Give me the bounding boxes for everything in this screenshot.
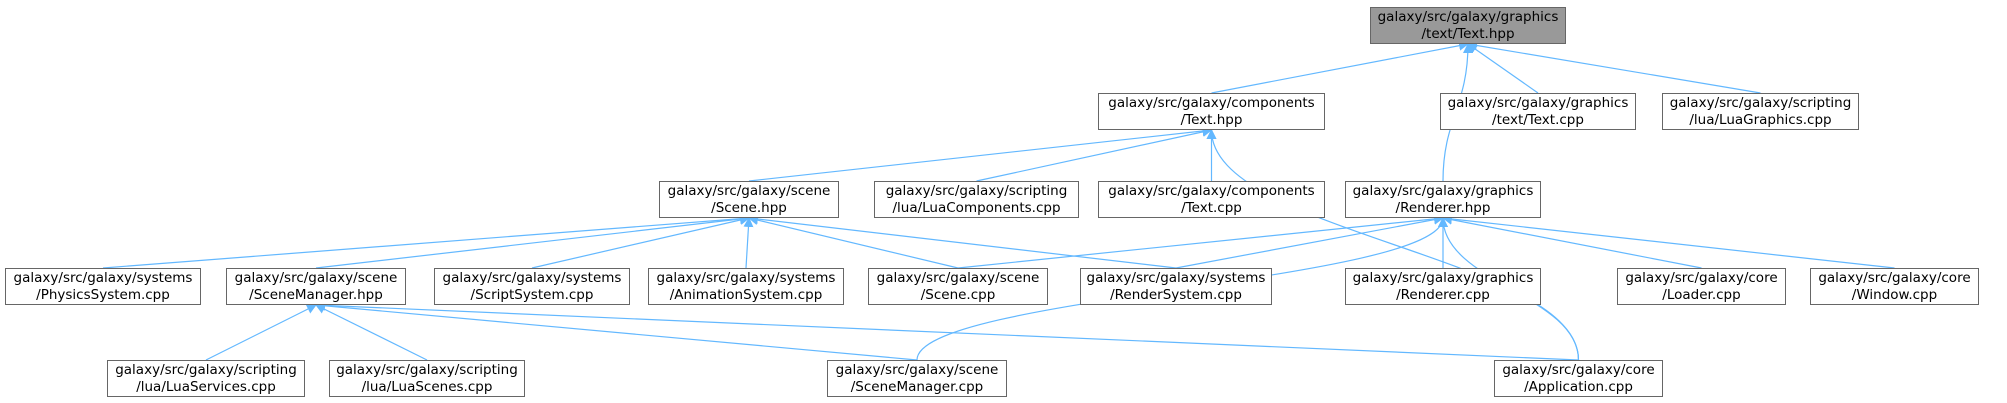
edge-loader_cpp-to-renderer_hpp — [1442, 214, 1702, 269]
node-label-line1: galaxy/src/galaxy/core — [1818, 269, 1971, 286]
node-label-line1: galaxy/src/galaxy/scene — [876, 269, 1040, 286]
node-label-line1: galaxy/src/galaxy/scene — [835, 361, 999, 378]
node-label-line2: /Scene.hpp — [711, 199, 787, 216]
edge-render_system_cpp-to-scene_hpp — [748, 214, 1177, 269]
edge-graphics_text_cpp-to-text_hpp — [1467, 43, 1539, 94]
node-components-text-hpp[interactable]: galaxy/src/galaxy/components /Text.hpp — [1098, 93, 1325, 130]
edge-window_cpp-to-renderer_hpp — [1442, 214, 1895, 269]
edge-scene_manager_hpp-to-scene_hpp — [315, 214, 750, 269]
node-lua-components-cpp[interactable]: galaxy/src/galaxy/scripting /lua/LuaComp… — [874, 181, 1079, 218]
node-graphics-text-hpp: galaxy/src/galaxy/graphics /text/Text.hp… — [1370, 7, 1566, 44]
node-components-text-cpp[interactable]: galaxy/src/galaxy/components /Text.cpp — [1098, 181, 1325, 218]
edge-lua_components_cpp-to-components_text_hpp — [976, 127, 1213, 182]
node-label-line1: galaxy/src/galaxy/graphics — [1377, 8, 1559, 25]
node-label-line1: galaxy/src/galaxy/scripting — [336, 361, 518, 378]
edge-lua_graphics_cpp-to-text_hpp — [1467, 40, 1761, 94]
edge-script_system_cpp-to-scene_hpp — [531, 215, 750, 269]
edge-components_text_hpp-to-text_hpp — [1211, 40, 1469, 94]
node-label-line2: /Text.cpp — [1181, 199, 1242, 216]
edge-lua_services_cpp-to-scene_manager_hpp — [205, 304, 317, 361]
edge-scene_cpp-to-renderer_hpp — [957, 213, 1444, 269]
node-label-line2: /PhysicsSystem.cpp — [36, 286, 170, 303]
node-label-line2: /Text.hpp — [1180, 111, 1243, 128]
node-scene-manager-cpp[interactable]: galaxy/src/galaxy/scene /SceneManager.cp… — [827, 360, 1007, 397]
edge-lua_scenes_cpp-to-scene_manager_hpp — [315, 304, 428, 361]
node-label-line2: /lua/LuaScenes.cpp — [361, 378, 493, 395]
node-label-line2: /Renderer.cpp — [1396, 286, 1490, 303]
node-physics-system-cpp[interactable]: galaxy/src/galaxy/systems /PhysicsSystem… — [5, 268, 201, 305]
node-label-line2: /Scene.cpp — [920, 286, 996, 303]
node-label-line2: /lua/LuaComponents.cpp — [892, 199, 1061, 216]
node-label-line2: /text/Text.cpp — [1492, 111, 1584, 128]
edge-scene_cpp-to-scene_hpp — [748, 215, 959, 269]
node-renderer-cpp[interactable]: galaxy/src/galaxy/graphics /Renderer.cpp — [1345, 268, 1541, 305]
node-label-line1: galaxy/src/galaxy/graphics — [1352, 269, 1534, 286]
node-label-line1: galaxy/src/galaxy/scene — [667, 182, 831, 199]
node-loader-cpp[interactable]: galaxy/src/galaxy/core /Loader.cpp — [1617, 268, 1786, 305]
node-label-line1: galaxy/src/galaxy/scripting — [115, 361, 297, 378]
node-animation-system-cpp[interactable]: galaxy/src/galaxy/systems /AnimationSyst… — [648, 268, 844, 305]
node-label-line2: /Application.cpp — [1524, 378, 1633, 395]
node-lua-graphics-cpp[interactable]: galaxy/src/galaxy/scripting /lua/LuaGrap… — [1662, 93, 1859, 130]
node-label-line1: galaxy/src/galaxy/core — [1502, 361, 1655, 378]
node-label-line1: galaxy/src/galaxy/graphics — [1447, 94, 1629, 111]
node-label-line1: galaxy/src/galaxy/systems — [1086, 269, 1266, 286]
node-label-line1: galaxy/src/galaxy/systems — [442, 269, 622, 286]
node-label-line2: /Renderer.hpp — [1395, 199, 1491, 216]
node-label-line2: /Loader.cpp — [1662, 286, 1741, 303]
node-label-line1: galaxy/src/galaxy/scene — [234, 269, 398, 286]
node-render-system-cpp[interactable]: galaxy/src/galaxy/systems /RenderSystem.… — [1080, 268, 1272, 305]
node-label-line2: /SceneManager.hpp — [249, 286, 383, 303]
edge-render_system_cpp-to-renderer_hpp — [1175, 214, 1444, 269]
node-label-line2: /AnimationSystem.cpp — [669, 286, 823, 303]
node-lua-scenes-cpp[interactable]: galaxy/src/galaxy/scripting /lua/LuaScen… — [329, 360, 525, 397]
node-label-line2: /text/Text.hpp — [1421, 25, 1515, 42]
node-label-line2: /lua/LuaServices.cpp — [136, 378, 276, 395]
node-window-cpp[interactable]: galaxy/src/galaxy/core /Window.cpp — [1810, 268, 1979, 305]
node-scene-hpp[interactable]: galaxy/src/galaxy/scene /Scene.hpp — [659, 181, 839, 218]
edge-animation_system_cpp-to-scene_hpp — [743, 217, 754, 269]
node-scene-cpp[interactable]: galaxy/src/galaxy/scene /Scene.cpp — [868, 268, 1048, 305]
node-label-line1: galaxy/src/galaxy/graphics — [1352, 182, 1534, 199]
node-scene-manager-hpp[interactable]: galaxy/src/galaxy/scene /SceneManager.hp… — [226, 268, 406, 305]
node-label-line1: galaxy/src/galaxy/scripting — [1669, 94, 1852, 111]
node-application-cpp[interactable]: galaxy/src/galaxy/core /Application.cpp — [1494, 360, 1663, 397]
edge-application_cpp-to-scene_manager_hpp — [315, 300, 1579, 361]
node-graphics-text-cpp[interactable]: galaxy/src/galaxy/graphics /text/Text.cp… — [1440, 93, 1636, 130]
edge-application_cpp-to-components_text_hpp — [1206, 129, 1580, 361]
node-label-line1: galaxy/src/galaxy/scripting — [885, 182, 1068, 199]
node-label-line1: galaxy/src/galaxy/systems — [13, 269, 193, 286]
node-lua-services-cpp[interactable]: galaxy/src/galaxy/scripting /lua/LuaServ… — [107, 360, 305, 397]
node-renderer-hpp[interactable]: galaxy/src/galaxy/graphics /Renderer.hpp — [1345, 181, 1541, 218]
node-label-line2: /RenderSystem.cpp — [1110, 286, 1242, 303]
node-label-line2: /Window.cpp — [1851, 286, 1938, 303]
node-label-line1: galaxy/src/galaxy/components — [1108, 94, 1315, 111]
node-label-line1: galaxy/src/galaxy/core — [1625, 269, 1778, 286]
edge-physics_system_cpp-to-scene_hpp — [102, 213, 750, 269]
node-script-system-cpp[interactable]: galaxy/src/galaxy/systems /ScriptSystem.… — [434, 268, 630, 305]
edge-scene_hpp-to-components_text_hpp — [748, 126, 1213, 182]
node-label-line2: /SceneManager.cpp — [850, 378, 984, 395]
node-label-line1: galaxy/src/galaxy/systems — [656, 269, 836, 286]
node-label-line1: galaxy/src/galaxy/components — [1108, 182, 1315, 199]
node-label-line2: /lua/LuaGraphics.cpp — [1689, 111, 1832, 128]
node-label-line2: /ScriptSystem.cpp — [470, 286, 594, 303]
edge-scene_manager_cpp-to-scene_manager_hpp — [315, 300, 918, 361]
